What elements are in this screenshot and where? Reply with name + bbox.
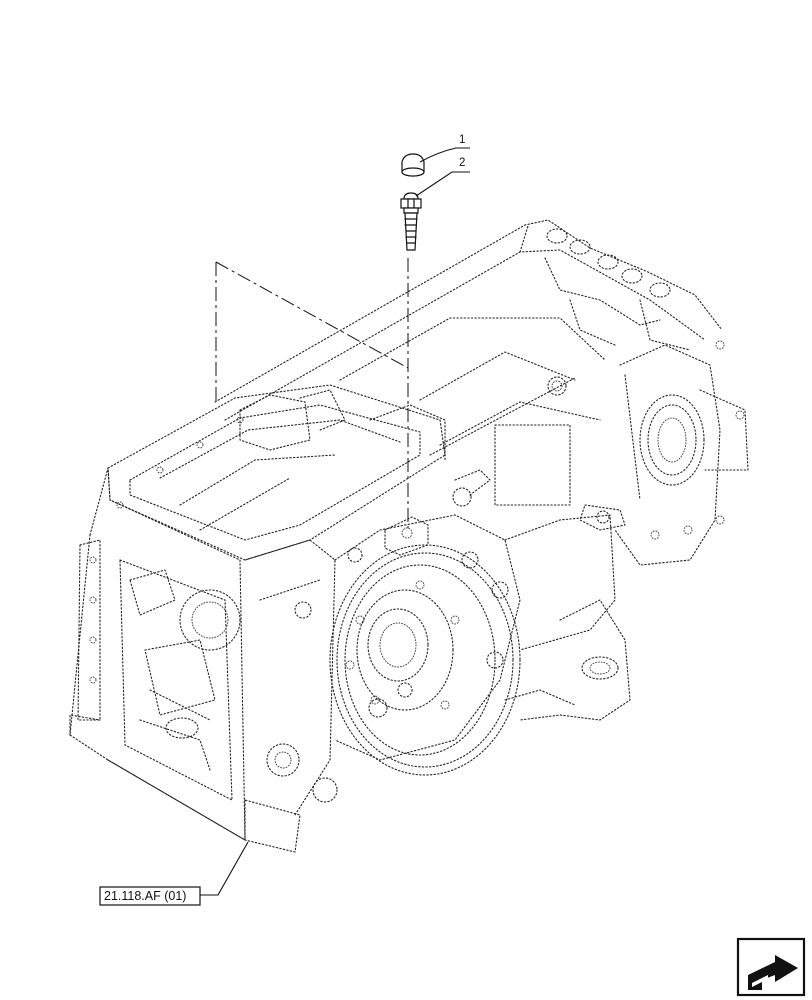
reference-label[interactable]: 21.118.AF (01): [99, 841, 249, 906]
callout-1-label: 1: [459, 134, 465, 146]
breather-valve-part: [400, 192, 422, 251]
next-page-arrow-icon[interactable]: [736, 937, 806, 997]
callout-1: 1: [419, 134, 470, 163]
callout-2-label: 2: [459, 157, 465, 169]
callout-2: 2: [415, 157, 470, 197]
installation-guide-lines: [215, 258, 409, 528]
transmission-housing: [69, 219, 749, 853]
reference-label-text: 21.118.AF (01): [104, 889, 186, 903]
cap-part: [401, 153, 425, 177]
